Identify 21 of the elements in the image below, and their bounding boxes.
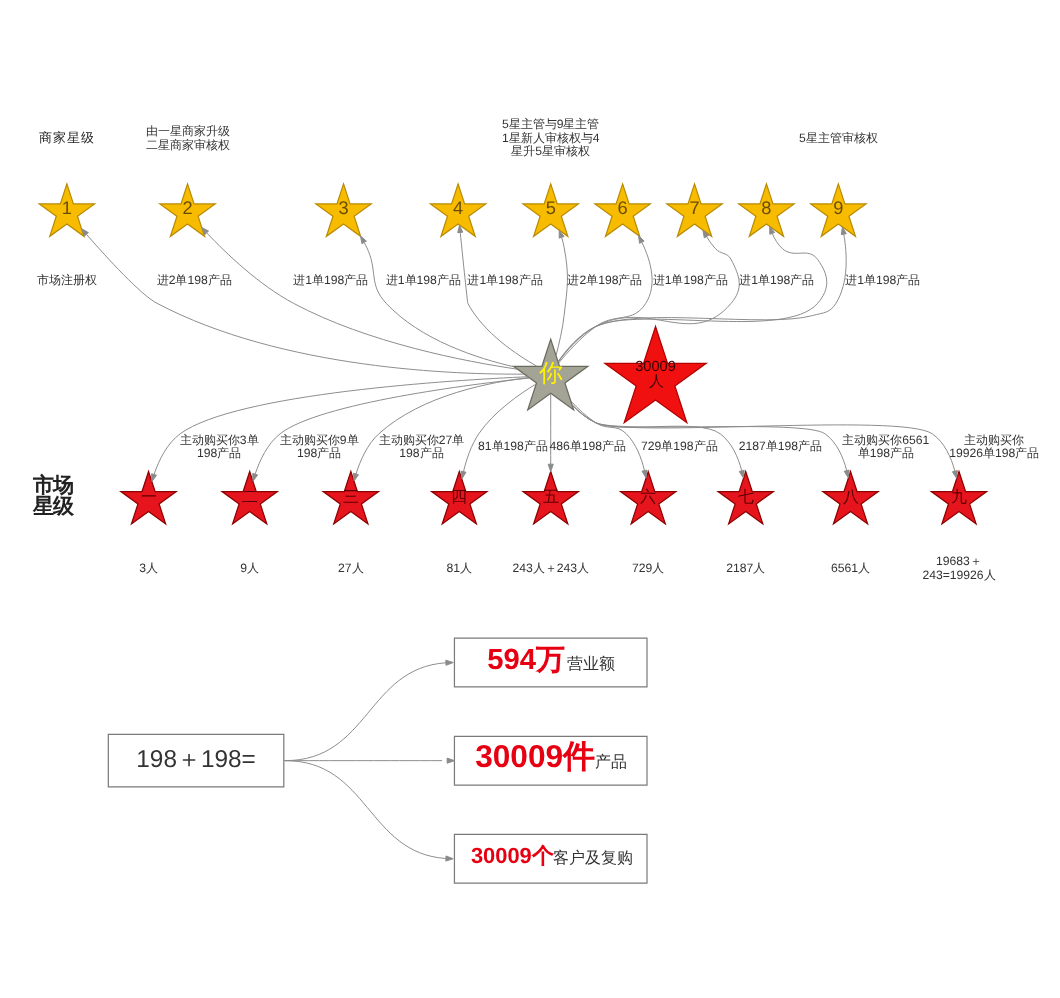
arrow xyxy=(547,392,554,471)
arrow xyxy=(457,223,538,366)
arrow xyxy=(570,399,648,478)
arrow xyxy=(283,756,455,763)
arrow xyxy=(571,402,745,478)
arrow xyxy=(284,759,454,861)
arrow xyxy=(558,234,653,363)
arrow xyxy=(460,382,537,479)
arrow xyxy=(353,376,530,481)
arrow xyxy=(81,227,525,374)
arrow xyxy=(571,403,850,478)
arrow xyxy=(201,225,518,369)
arrow xyxy=(284,658,454,761)
arrow xyxy=(360,234,515,367)
arrow xyxy=(571,403,958,478)
node-box: 198＋198= xyxy=(107,732,285,787)
arrow xyxy=(555,228,568,355)
arrow xyxy=(252,376,530,481)
label: 市场星级 xyxy=(33,475,74,519)
arrow xyxy=(151,375,529,481)
arrow xyxy=(557,228,740,362)
